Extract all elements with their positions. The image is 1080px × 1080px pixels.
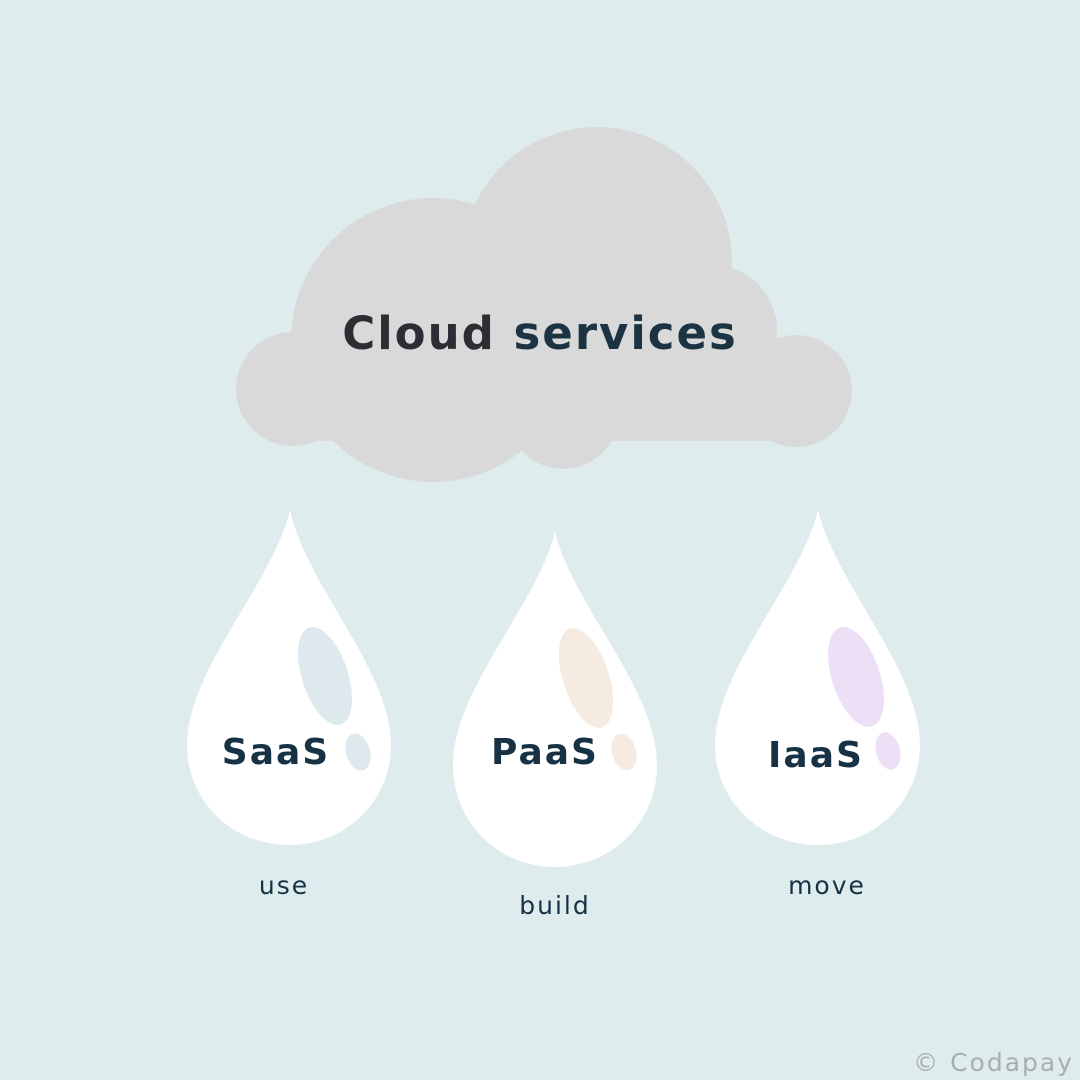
title-word-services: services bbox=[513, 307, 738, 360]
credit-text: © Codapay bbox=[913, 1048, 1074, 1077]
drop-paas bbox=[453, 532, 657, 867]
label-iaas: IaaS bbox=[768, 735, 864, 776]
label-paas: PaaS bbox=[491, 732, 599, 773]
drop-highlight-dot-paas bbox=[611, 733, 637, 771]
page-title: Cloud services bbox=[290, 306, 790, 362]
drop-saas bbox=[187, 510, 391, 845]
drop-shape-iaas bbox=[715, 510, 920, 845]
caption-build: build bbox=[519, 891, 591, 920]
drop-highlight-paas bbox=[558, 628, 614, 728]
drop-highlight-saas bbox=[298, 626, 352, 726]
title-word-cloud: Cloud bbox=[342, 307, 496, 360]
drop-highlight-dot-iaas bbox=[875, 732, 901, 770]
label-saas: SaaS bbox=[221, 732, 331, 773]
drop-highlight-iaas bbox=[828, 626, 884, 728]
drop-highlight-dot-saas bbox=[345, 733, 371, 771]
caption-use: use bbox=[258, 871, 310, 900]
drop-iaas bbox=[715, 510, 920, 845]
drop-shape-saas bbox=[187, 510, 391, 845]
cloud-shape bbox=[236, 127, 852, 482]
caption-move: move bbox=[788, 871, 866, 900]
drop-shape-paas bbox=[453, 532, 657, 867]
